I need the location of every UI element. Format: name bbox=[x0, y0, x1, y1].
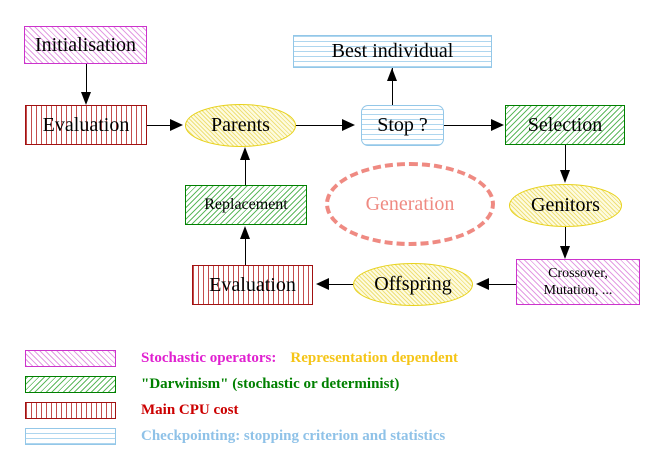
legend-label: Main CPU cost bbox=[141, 401, 239, 418]
node-selection[interactable]: Selection bbox=[505, 105, 625, 145]
edge-stop-to-best-individual bbox=[392, 68, 393, 105]
edge-evaluation-to-replacement bbox=[245, 233, 246, 265]
legend-row: Stochastic operators: Representation depe… bbox=[25, 345, 458, 371]
node-evaluation-top-label: Evaluation bbox=[42, 113, 130, 136]
legend-swatch-blue-horizontal-hatch-icon bbox=[25, 427, 116, 445]
edge-initialisation-to-evaluation bbox=[86, 64, 87, 94]
legend-swatch-green-diagonal-hatch-icon bbox=[25, 375, 116, 393]
arrowhead-selection-to-genitors bbox=[560, 170, 570, 183]
node-generation: Generation bbox=[325, 162, 495, 246]
node-evaluation-bottom[interactable]: Evaluation bbox=[192, 265, 313, 305]
arrowhead-offspring-to-evaluation bbox=[316, 278, 329, 290]
legend-row: "Darwinism" (stochastic or determinist) bbox=[25, 371, 458, 397]
arrowhead-crossover-to-offspring bbox=[476, 278, 489, 290]
edge-offspring-to-evaluation bbox=[328, 284, 353, 285]
edge-parents-to-stop bbox=[296, 125, 343, 126]
node-offspring-label: Offspring bbox=[374, 273, 452, 295]
legend-label: Stochastic operators: Representation depe… bbox=[141, 350, 458, 367]
legend: Stochastic operators: Representation depe… bbox=[25, 345, 458, 449]
node-generation-label: Generation bbox=[365, 192, 455, 215]
legend-swatch-red-vertical-hatch-icon bbox=[25, 401, 116, 419]
edge-crossover-to-offspring bbox=[488, 284, 516, 285]
node-best-individual[interactable]: Best individual bbox=[293, 35, 492, 68]
legend-label-primary: Stochastic operators: bbox=[141, 349, 277, 366]
edge-replacement-to-parents bbox=[245, 160, 246, 185]
legend-label: Checkpointing: stopping criterion and st… bbox=[141, 427, 446, 444]
node-best-individual-label: Best individual bbox=[331, 40, 454, 62]
node-crossover-mutation-label: Crossover, Mutation, ... bbox=[543, 265, 613, 299]
node-parents-label: Parents bbox=[211, 114, 270, 136]
node-initialisation[interactable]: Initialisation bbox=[24, 26, 147, 64]
node-replacement-label: Replacement bbox=[204, 195, 288, 213]
arrowhead-evaluation-to-replacement bbox=[240, 226, 250, 239]
arrowhead-parents-to-stop bbox=[342, 119, 355, 131]
node-stop-label: Stop ? bbox=[377, 114, 428, 136]
node-initialisation-label: Initialisation bbox=[34, 33, 137, 56]
arrowhead-stop-to-best-individual bbox=[387, 68, 397, 81]
arrowhead-initialisation-to-evaluation bbox=[81, 92, 91, 105]
node-evaluation-top[interactable]: Evaluation bbox=[25, 105, 147, 145]
node-replacement[interactable]: Replacement bbox=[185, 185, 307, 225]
legend-swatch-magenta-diagonal-hatch-icon bbox=[25, 349, 116, 367]
node-stop[interactable]: Stop ? bbox=[361, 105, 444, 146]
edge-stop-to-selection bbox=[444, 125, 492, 126]
arrowhead-genitors-to-crossover bbox=[560, 246, 570, 259]
edge-selection-to-genitors bbox=[565, 145, 566, 172]
legend-label: "Darwinism" (stochastic or determinist) bbox=[141, 375, 400, 392]
node-crossover-mutation[interactable]: Crossover, Mutation, ... bbox=[516, 259, 640, 305]
arrowhead-replacement-to-parents bbox=[240, 147, 250, 160]
node-selection-label: Selection bbox=[527, 113, 603, 136]
edge-evaluation-to-parents bbox=[147, 125, 173, 126]
arrowhead-stop-to-selection bbox=[491, 119, 504, 131]
node-offspring[interactable]: Offspring bbox=[353, 263, 473, 306]
legend-row: Checkpointing: stopping criterion and st… bbox=[25, 423, 458, 449]
arrowhead-evaluation-to-parents bbox=[170, 119, 183, 131]
node-genitors-label: Genitors bbox=[531, 194, 600, 216]
legend-label-secondary: Representation dependent bbox=[290, 349, 459, 366]
node-evaluation-bottom-label: Evaluation bbox=[209, 273, 296, 296]
edge-genitors-to-crossover bbox=[565, 227, 566, 247]
node-genitors[interactable]: Genitors bbox=[509, 184, 622, 227]
legend-row: Main CPU cost bbox=[25, 397, 458, 423]
node-parents[interactable]: Parents bbox=[185, 104, 296, 147]
